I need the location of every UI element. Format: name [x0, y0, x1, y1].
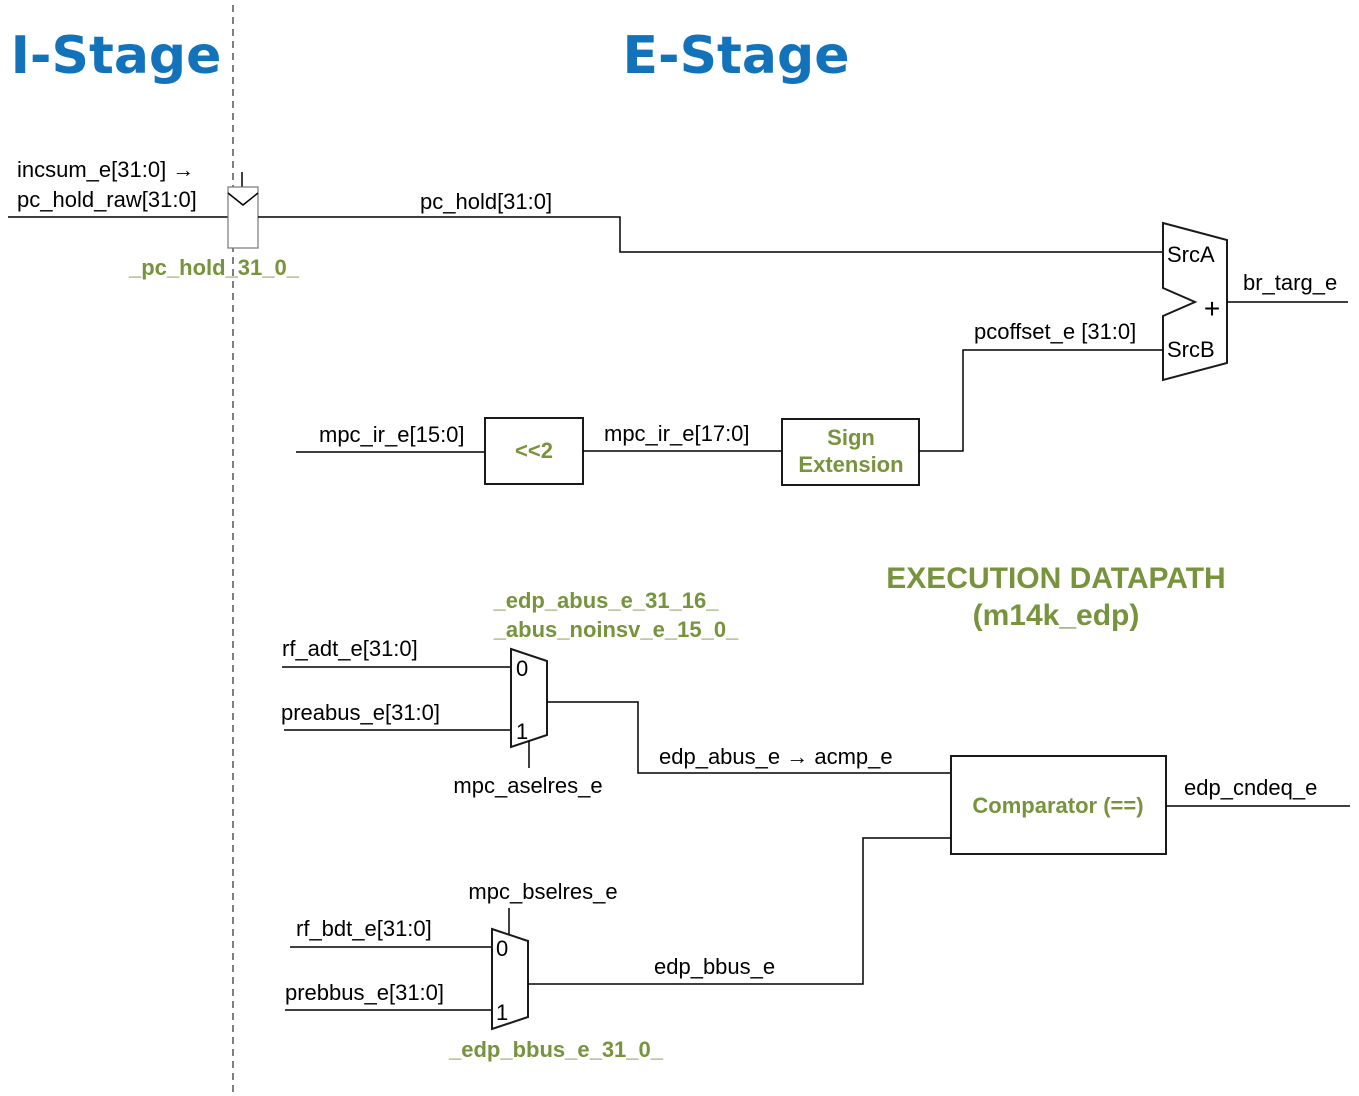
pc-hold-register-name: _pc_hold_31_0_: [128, 255, 300, 280]
br-targ-label: br_targ_e: [1243, 270, 1337, 295]
cndeq-label: edp_cndeq_e: [1184, 775, 1317, 800]
comparator-block: [950, 755, 1167, 855]
abus-mux: [510, 647, 548, 749]
preabus-label: preabus_e[31:0]: [281, 700, 440, 725]
bselres-label: mpc_bselres_e: [468, 879, 617, 904]
edp-abus-label: edp_abus_e → acmp_e: [659, 744, 893, 769]
adder-plus-sign: +: [1204, 293, 1220, 324]
bbus-mux-sel1: 1: [496, 1000, 508, 1025]
e-stage-heading: E-Stage: [623, 26, 850, 86]
rf-adt-label: rf_adt_e[31:0]: [282, 636, 418, 661]
shift-left-2-label: <<2: [515, 438, 553, 463]
edp-bbus-wire: [528, 837, 951, 985]
pc-hold-raw-label: pc_hold_raw[31:0]: [17, 187, 197, 212]
prebbus-label: prebbus_e[31:0]: [285, 980, 444, 1005]
shift-left-2-block: [484, 417, 584, 485]
mpc-ir-15-0-label: mpc_ir_e[15:0]: [319, 422, 465, 447]
sign-extension-label-line2: Extension: [798, 452, 903, 477]
bbus-mux-name: _edp_bbus_e_31_0_: [448, 1037, 664, 1062]
pc-hold-label: pc_hold[31:0]: [420, 189, 552, 214]
abus-mux-sel1: 1: [516, 719, 528, 744]
incsum-label: incsum_e[31:0] →: [17, 157, 194, 182]
pcoffset-label: pcoffset_e [31:0]: [974, 319, 1136, 344]
rf-bdt-label: rf_bdt_e[31:0]: [296, 916, 432, 941]
i-stage-heading: I-Stage: [11, 26, 222, 86]
register-clock-glyph: [227, 192, 259, 206]
mpc-ir-17-0-label: mpc_ir_e[17:0]: [604, 421, 750, 446]
module-title-line2: (m14k_edp): [973, 599, 1140, 632]
sign-extension-label-line1: Sign: [827, 425, 875, 450]
pcoffset-wire: [919, 349, 1163, 452]
aselres-label: mpc_aselres_e: [453, 773, 602, 798]
adder-srcb-label: SrcB: [1167, 337, 1215, 362]
comparator-label: Comparator (==): [972, 793, 1143, 818]
pc-hold-wire: [258, 216, 1162, 253]
abus-mux-sel0: 0: [516, 656, 528, 681]
bbus-mux: [491, 927, 529, 1031]
branch-target-adder: [1162, 221, 1228, 382]
edp-bbus-label: edp_bbus_e: [654, 954, 775, 979]
module-title-line1: EXECUTION DATAPATH: [886, 562, 1225, 595]
bbus-mux-sel0: 0: [496, 936, 508, 961]
adder-srca-label: SrcA: [1167, 242, 1215, 267]
edp-abus-wire: [547, 701, 951, 774]
abus-mux-name-line2: _abus_noinsv_e_15_0_: [493, 617, 739, 642]
sign-extension-block: [781, 418, 920, 486]
abus-mux-name-line1: _edp_abus_e_31_16_: [492, 588, 719, 613]
